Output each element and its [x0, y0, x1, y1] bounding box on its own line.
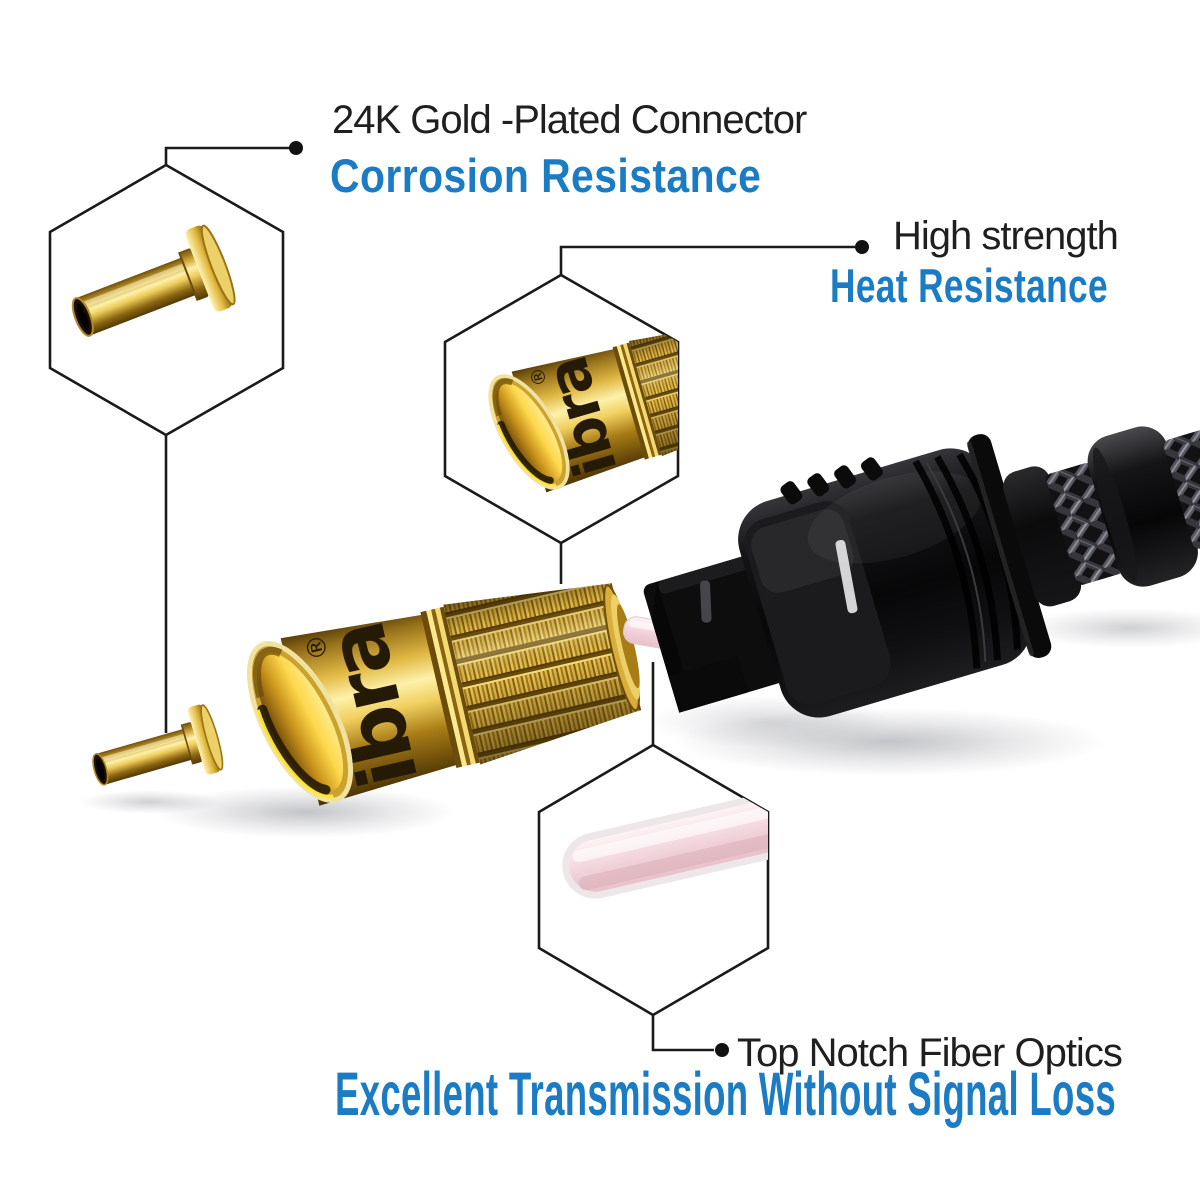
callout-line-fiber-optics — [651, 1015, 714, 1052]
callout-title-high-strength: High strength — [893, 214, 1119, 258]
callout-dot-high-strength — [855, 240, 869, 254]
callout-line-gold-connector — [164, 146, 290, 165]
fiber-optic-core — [562, 789, 768, 899]
gold-pin-small — [84, 701, 228, 806]
callout-title-gold-connector: 24K Gold -Plated Connector — [332, 98, 807, 142]
braided-cable — [1046, 462, 1123, 585]
callout-dot-fiber-optics — [715, 1043, 729, 1057]
cable-collar — [966, 434, 1052, 658]
hexagon-callout-gold-pin — [48, 163, 285, 437]
callout-subtitle-transmission: Excellent Transmission Without Signal Lo… — [335, 1060, 1117, 1128]
callout-lines — [164, 146, 855, 1052]
toslink-connector — [643, 371, 1200, 718]
cable-neck — [1003, 466, 1082, 607]
callout-dots — [289, 141, 869, 1057]
hexagon-callout-fiber — [537, 743, 770, 1017]
callout-subtitle-heat-resistance: Heat Resistance — [830, 259, 1108, 312]
callout-line-high-strength — [559, 245, 855, 275]
hexagon-callout-connector-closeup — [443, 273, 680, 545]
callout-subtitle-corrosion-resistance: Corrosion Resistance — [330, 149, 762, 202]
toslink-body — [738, 448, 1032, 718]
callout-dot-gold-connector — [289, 141, 303, 155]
callout-title-fiber-optics: Top Notch Fiber Optics — [737, 1031, 1123, 1075]
